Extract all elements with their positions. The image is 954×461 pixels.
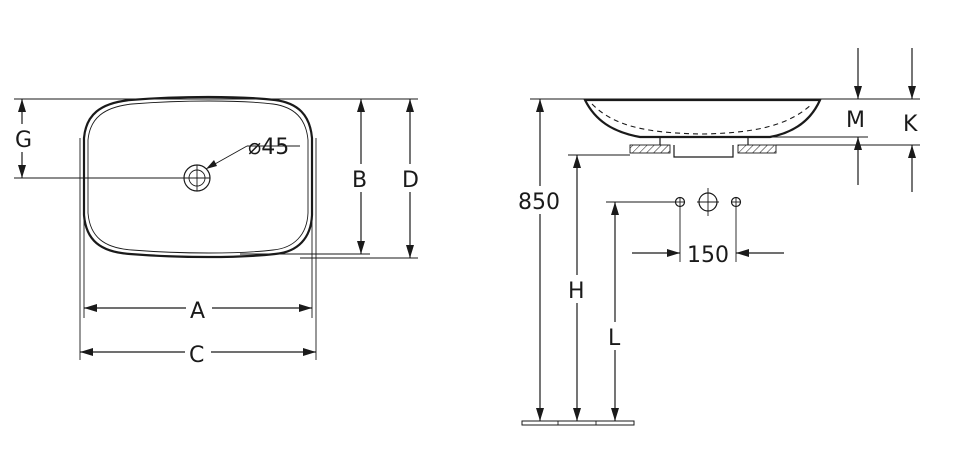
basin-top-outline — [82, 95, 314, 259]
floor-line — [521, 420, 635, 426]
worktop-right-hatch — [737, 144, 777, 154]
dim-k-label: K — [903, 112, 918, 137]
dim-l-label: L — [608, 326, 621, 351]
basin-top-inner — [87, 100, 309, 254]
waste-outlet — [673, 145, 734, 158]
dim-m-label: M — [846, 108, 865, 133]
dim-a-label: A — [190, 299, 205, 324]
dim-h-label: H — [568, 279, 585, 304]
height-850-label: 850 — [518, 190, 560, 215]
basin-side-dashed — [591, 103, 813, 135]
top-view: ⌀45 G B D A — [12, 95, 423, 368]
worktop-left-hatch — [629, 144, 671, 154]
hole-diameter-label: ⌀45 — [248, 135, 289, 160]
spacing-150-label: 150 — [687, 243, 729, 268]
basin-side-outline — [583, 98, 822, 139]
dim-g-label: G — [15, 128, 32, 153]
dim-b-label: B — [352, 168, 367, 193]
dim-c-label: C — [189, 343, 204, 368]
side-view: M K 150 850 H — [516, 48, 920, 426]
dim-d-label: D — [402, 168, 419, 193]
